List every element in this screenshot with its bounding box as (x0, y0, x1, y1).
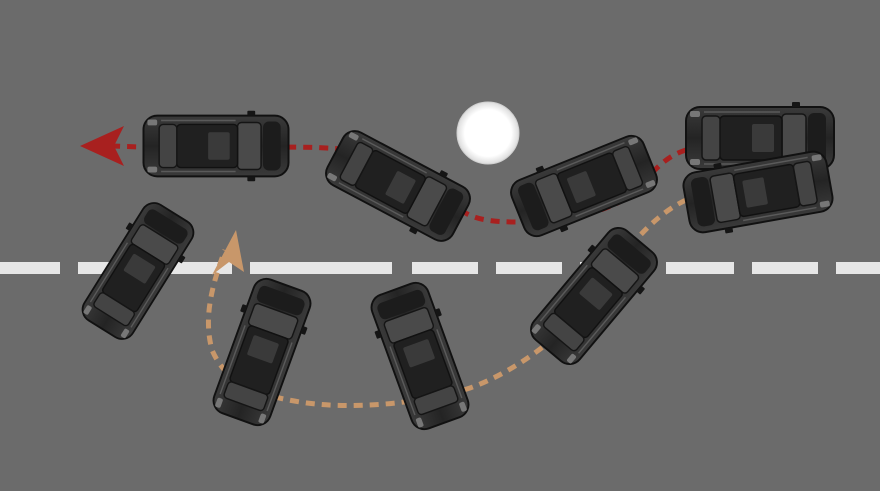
car-top-view-icon (142, 109, 290, 183)
lane-dash (666, 262, 734, 274)
obstacle-circle-icon (456, 101, 520, 165)
car-top-view-icon (204, 272, 320, 432)
car-top-view-icon (520, 218, 668, 374)
tan-arrowhead-icon (212, 230, 244, 275)
lane-dash (0, 262, 60, 274)
lane-dash (250, 262, 392, 274)
lane-dash (752, 262, 818, 274)
car-top-view-icon (318, 121, 478, 251)
lane-dash (412, 262, 478, 274)
lane-dash (836, 262, 880, 274)
car-top-view-icon (362, 276, 478, 436)
lane-dash (496, 262, 562, 274)
car-top-view-icon (504, 126, 664, 246)
red-arrowhead-icon (80, 126, 124, 166)
obstacle-layer (456, 101, 520, 165)
